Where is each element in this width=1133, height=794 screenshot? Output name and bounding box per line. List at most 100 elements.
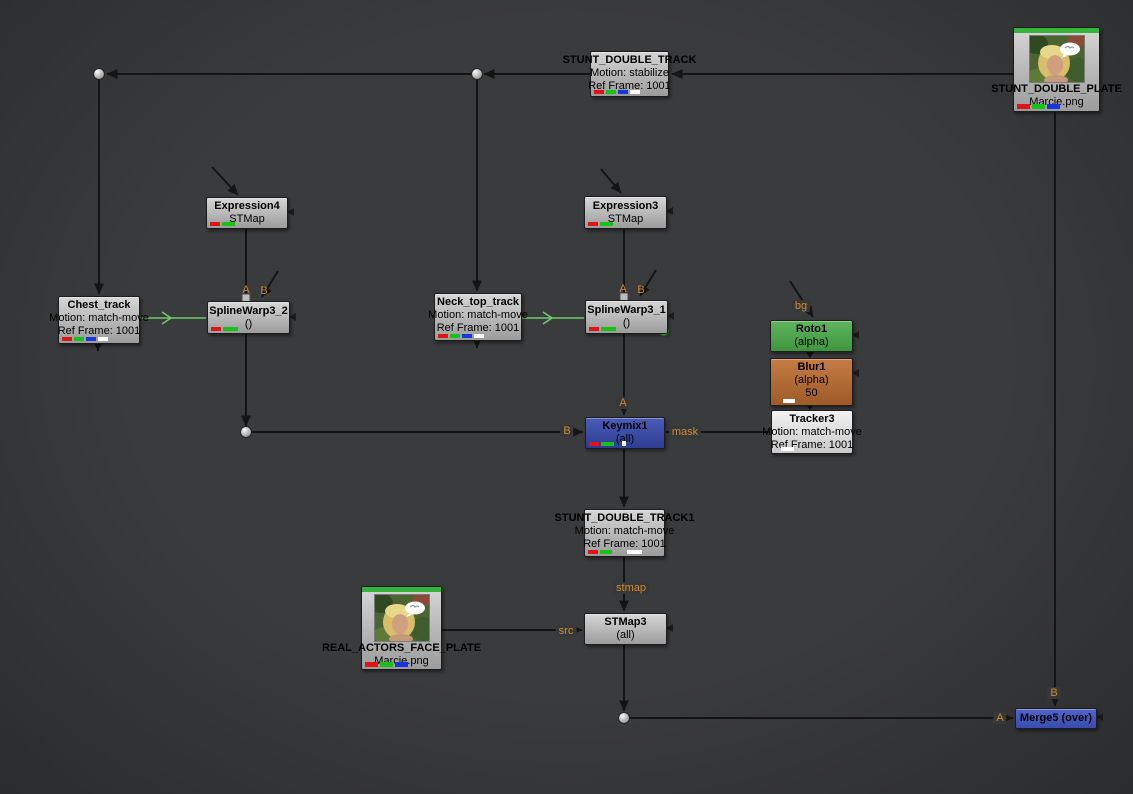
channel-chips	[594, 90, 640, 94]
mask-input-splinewarp2	[289, 313, 296, 321]
node-subtitle: (alpha)	[794, 336, 829, 348]
channel-chips	[62, 337, 108, 341]
channel-chip-green	[450, 334, 460, 338]
node-keymix1[interactable]: Keymix1 (all)	[585, 417, 665, 449]
node-ref-frame: Ref Frame: 1001	[57, 325, 141, 337]
node-subtitle: (alpha)	[794, 374, 829, 386]
reroute-dots[interactable]	[93, 68, 630, 724]
node-real-actors-face-plate[interactable]: REAL_ACTORS_FACE_PLATE Marcie.png	[322, 586, 481, 670]
channel-chip-red	[62, 337, 72, 341]
wire-hidden-input-expression3	[600, 168, 622, 194]
mask-input-expression4	[287, 208, 294, 216]
read-thumbnail-marcie	[373, 594, 430, 642]
node-title: Expression4	[214, 200, 280, 212]
node-neck-top-track[interactable]: Neck_top_track Motion: match-move Ref Fr…	[428, 293, 528, 341]
port-label-a-merge: A	[993, 712, 1007, 724]
channel-chip-green	[601, 442, 614, 446]
channel-chip-green	[380, 662, 393, 667]
node-title: REAL_ACTORS_FACE_PLATE	[321, 642, 482, 654]
wire-connections[interactable]	[93, 69, 1060, 723]
channel-chip-blue	[1047, 104, 1060, 109]
channel-chip-white	[627, 550, 642, 554]
channel-chip-blue	[618, 90, 628, 94]
channel-chip-blue	[462, 334, 472, 338]
node-subtitle: ()	[622, 317, 631, 329]
node-title: Expression3	[592, 199, 659, 212]
wire-hidden-input-expression4	[211, 166, 239, 196]
channel-chips	[589, 327, 616, 331]
channel-chips	[781, 447, 794, 451]
node-stmap3[interactable]: STMap3 (all)	[584, 613, 667, 645]
channel-chip-white	[98, 337, 108, 341]
channel-chip-green	[223, 327, 238, 331]
port-label-bg-roto: bg	[791, 300, 811, 312]
node-splinewarp3-1[interactable]: SplineWarp3_1 ()	[585, 300, 668, 334]
node-ref-frame: Ref Frame: 1001	[436, 322, 520, 334]
port-label-b-keymix: B	[560, 425, 574, 437]
channel-chips	[1017, 104, 1060, 109]
channel-chips	[210, 222, 235, 226]
node-chest-track[interactable]: Chest_track Motion: match-move Ref Frame…	[49, 296, 149, 344]
channel-chips	[588, 550, 642, 554]
channel-chip-white	[781, 447, 794, 451]
channel-chip-red	[589, 327, 599, 331]
port-label-b-splinewarp1: B	[637, 284, 645, 296]
channel-chip-red	[588, 222, 598, 226]
wire-hidden-input-splinewarp1-b	[639, 269, 657, 297]
port-label-a-keymix: A	[616, 397, 630, 409]
port-label-mask-keymix: mask	[668, 426, 702, 438]
dot-node-keymix-b	[240, 426, 252, 438]
channel-chip-red	[211, 327, 221, 331]
channel-chip-green	[600, 222, 613, 226]
node-title: Blur1	[797, 361, 826, 373]
channel-chip-blue	[395, 662, 408, 667]
channel-chip-green	[222, 222, 235, 226]
port-label-stmap: stmap	[613, 582, 649, 594]
channel-chip-green	[600, 550, 612, 554]
expression-link-chevron	[161, 311, 173, 325]
node-expression3[interactable]: Expression3 STMap	[584, 196, 667, 229]
node-motion: Motion: match-move	[574, 525, 675, 537]
channel-chip-red	[594, 90, 604, 94]
node-tracker3[interactable]: Tracker3 Motion: match-move Ref Frame: 1…	[762, 410, 862, 454]
expression-links	[138, 311, 584, 325]
channel-chip-green	[1032, 104, 1045, 109]
channel-chip-red	[589, 442, 599, 446]
mask-input-triangles[interactable]	[287, 207, 1103, 721]
node-splinewarp3-2[interactable]: SplineWarp3_2 ()	[207, 301, 290, 334]
node-stunt-double-plate[interactable]: STUNT_DOUBLE_PLATE Marcie.png	[991, 27, 1122, 112]
node-title: SplineWarp3_2	[209, 304, 288, 317]
mask-input-splinewarp1	[667, 312, 674, 320]
node-title: Tracker3	[789, 413, 835, 425]
node-stunt-double-track1[interactable]: STUNT_DOUBLE_TRACK1 Motion: match-move R…	[555, 509, 694, 557]
node-blur1[interactable]: Blur1 (alpha) 50	[770, 358, 853, 406]
node-stunt-double-track[interactable]: STUNT_DOUBLE_TRACK Motion: stabilize Ref…	[563, 51, 696, 97]
channel-chips	[211, 327, 238, 331]
node-blur-size: 50	[805, 387, 818, 399]
mask-input-merge5	[1096, 713, 1103, 721]
node-title: Roto1	[795, 323, 828, 335]
wire-roto-to-blur-arrow	[805, 351, 815, 358]
node-motion: Motion: stabilize	[590, 67, 669, 79]
node-title: STUNT_DOUBLE_PLATE	[991, 83, 1122, 95]
channel-chip-red	[365, 662, 378, 667]
port-label-a-splinewarp2: A	[242, 284, 250, 296]
channel-chip-white	[622, 441, 626, 446]
channel-chips	[783, 399, 795, 403]
node-roto1[interactable]: Roto1 (alpha)	[770, 320, 853, 352]
channel-chips	[588, 222, 613, 226]
node-merge5[interactable]: Merge5 (over)	[1015, 708, 1097, 729]
channel-chip-white	[630, 90, 640, 94]
node-title: SplineWarp3_1	[587, 304, 666, 316]
channel-chips	[438, 334, 484, 338]
node-title: Chest_track	[67, 299, 131, 311]
channel-chip-green	[601, 327, 616, 331]
channel-chip-red	[210, 222, 220, 226]
mask-input-blur1	[852, 369, 859, 377]
channel-chip-white	[783, 399, 795, 403]
node-expression4[interactable]: Expression4 STMap	[206, 197, 288, 229]
node-title: STMap3	[604, 616, 647, 628]
mask-input-roto1	[852, 331, 859, 339]
